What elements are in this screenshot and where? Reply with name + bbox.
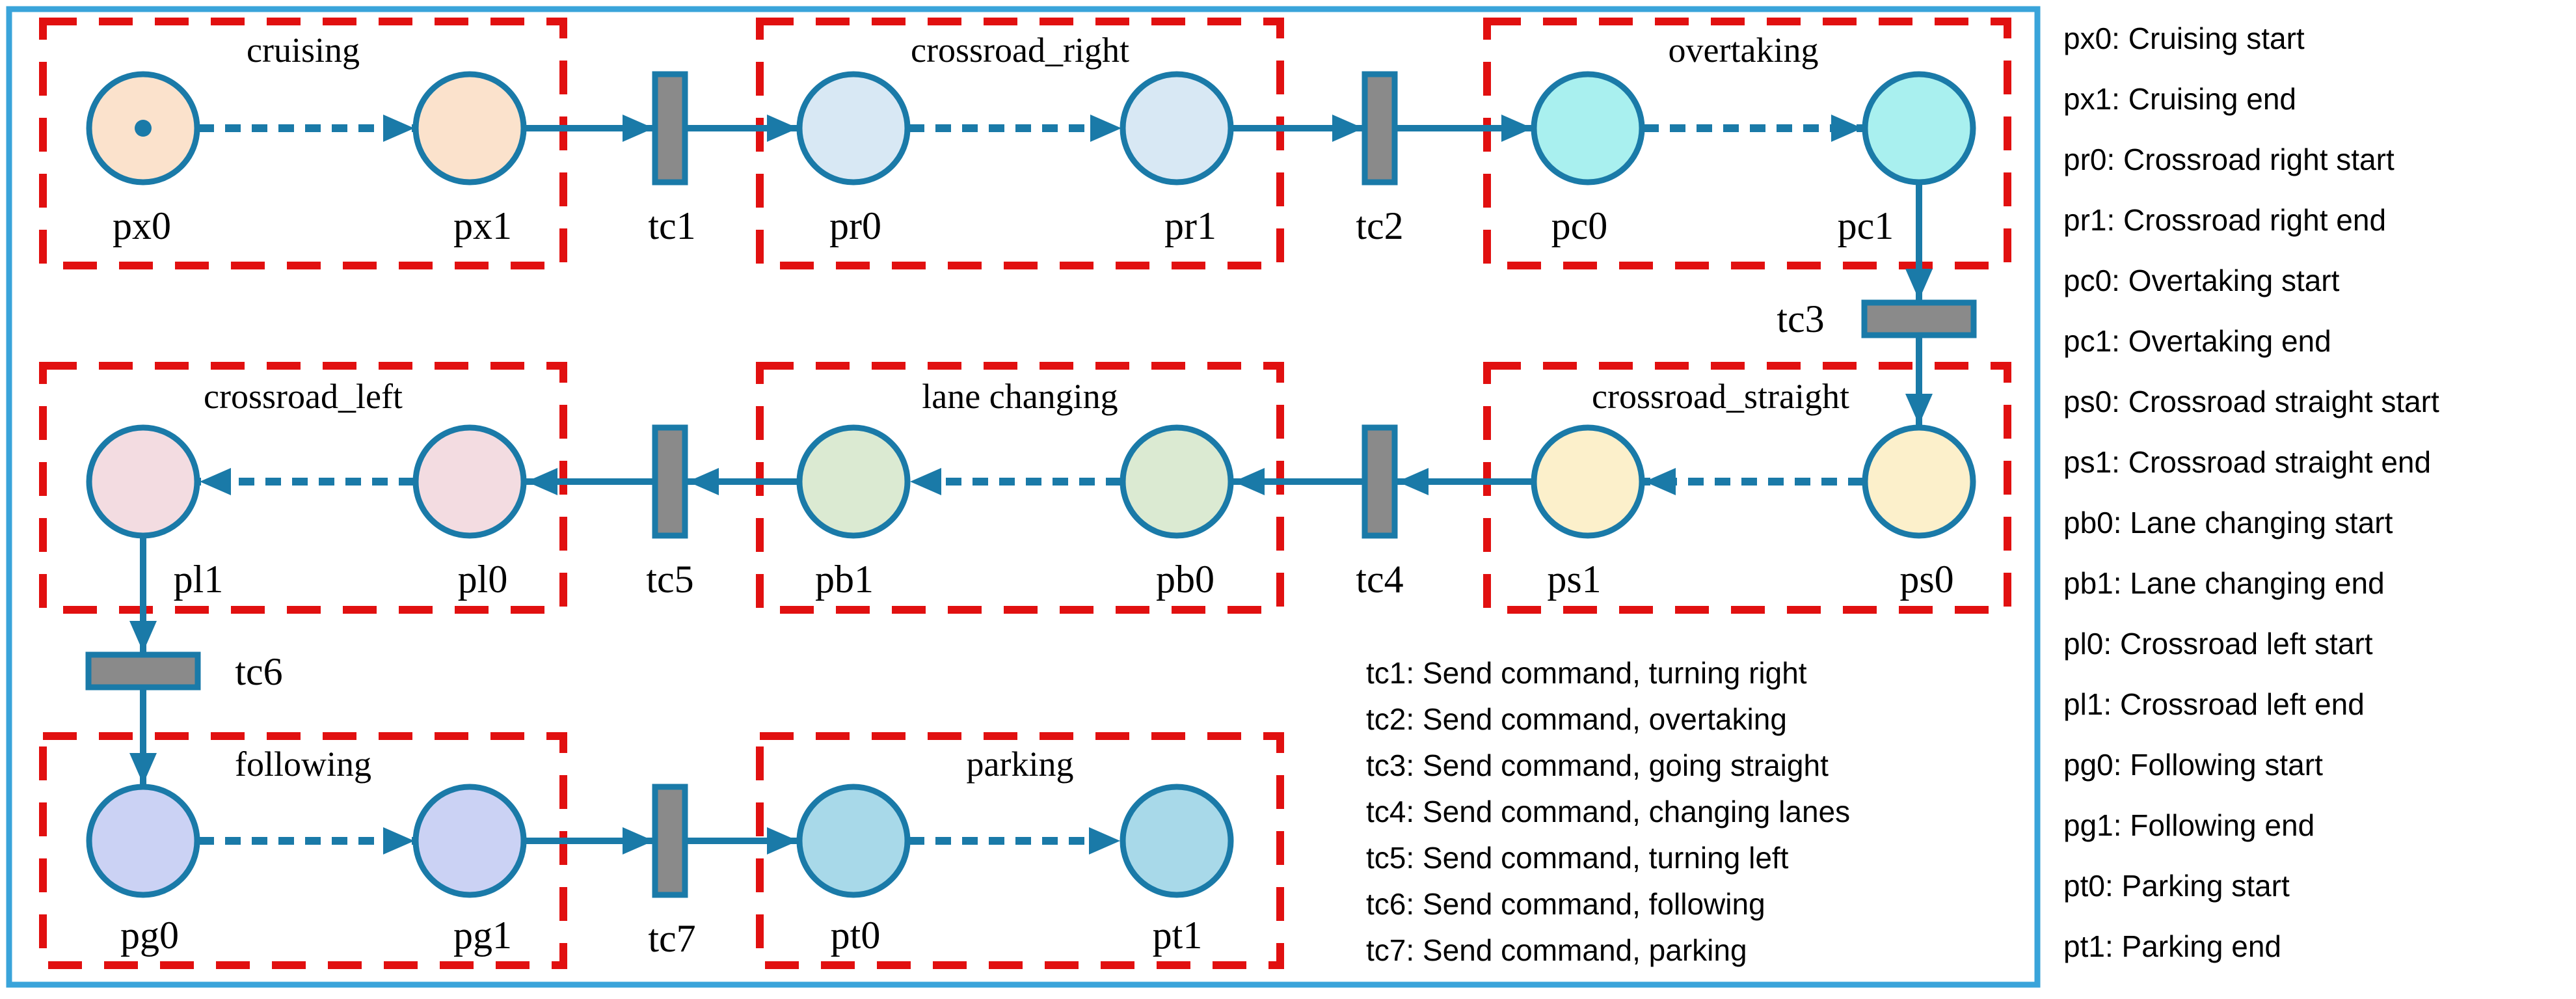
place-ps1: [1531, 424, 1645, 539]
place-pl1: [86, 424, 200, 539]
place-ps0: [1862, 424, 1976, 539]
place-label-ps0: ps0: [1899, 558, 1953, 601]
transition-label-tc3: tc3: [1777, 297, 1824, 340]
transition-label-tc2: tc2: [1356, 204, 1403, 247]
module-title-overtaking: overtaking: [1669, 31, 1819, 70]
transition-tc1: [652, 71, 688, 185]
place-legend-line-11: pl0: Crossroad left start: [2063, 627, 2373, 661]
module-title-cruising: cruising: [247, 31, 360, 70]
place-legend-line-4: pr1: Crossroad right end: [2063, 203, 2386, 237]
place-legend-line-5: pc0: Overtaking start: [2063, 264, 2340, 297]
module-box-crossroad-straight: [1483, 362, 2011, 614]
place-label-pt0: pt0: [831, 914, 881, 957]
place-label-pb1: pb1: [815, 558, 874, 601]
place-legend-line-9: pb0: Lane changing start: [2063, 506, 2393, 540]
place-pc0: [1531, 71, 1645, 185]
place-label-pg1: pg1: [453, 914, 512, 957]
place-label-pc1: pc1: [1838, 204, 1894, 247]
place-label-px0: px0: [113, 204, 171, 247]
place-label-px1: px1: [453, 204, 512, 247]
token-px0: [135, 120, 152, 137]
place-pl0: [412, 424, 527, 539]
place-legend-line-15: pt0: Parking start: [2063, 869, 2290, 903]
place-label-pc0: pc0: [1551, 204, 1608, 247]
transition-legend-line-3: tc3: Send command, going straight: [1366, 748, 1829, 782]
place-label-pt1: pt1: [1153, 914, 1203, 957]
module-title-crossroad-straight: crossroad_straight: [1592, 377, 1849, 416]
place-legend-line-16: pt1: Parking end: [2063, 929, 2281, 963]
place-legend-line-2: px1: Cruising end: [2063, 82, 2296, 116]
place-pr0: [796, 71, 911, 185]
transition-label-tc6: tc6: [235, 650, 282, 693]
place-legend-line-8: ps1: Crossroad straight end: [2063, 445, 2431, 479]
transition-label-tc5: tc5: [646, 558, 693, 601]
place-label-ps1: ps1: [1547, 558, 1601, 601]
transition-tc4: [1362, 424, 1398, 539]
place-label-pr1: pr1: [1164, 204, 1216, 247]
module-title-following: following: [235, 745, 371, 784]
place-px1: [412, 71, 527, 185]
place-pg1: [412, 784, 527, 898]
module-box-overtaking: [1483, 18, 2011, 269]
transition-tc3: [1861, 299, 1977, 338]
transition-legend-line-2: tc2: Send command, overtaking: [1366, 702, 1787, 736]
transition-tc7: [652, 784, 688, 898]
place-legend-line-14: pg1: Following end: [2063, 808, 2314, 842]
place-legend-line-13: pg0: Following start: [2063, 748, 2323, 782]
module-title-parking: parking: [967, 745, 1074, 784]
place-pg0: [86, 784, 200, 898]
place-legend-line-3: pr0: Crossroad right start: [2063, 143, 2395, 176]
module-box-lane-changing: [756, 362, 1284, 614]
module-box-cruising: [39, 18, 567, 269]
diagram-border: [6, 6, 2041, 988]
transition-legend-line-1: tc1: Send command, turning right: [1366, 656, 1807, 690]
module-box-following: [39, 732, 567, 969]
module-box-crossroad-left: [39, 362, 567, 614]
place-label-pg0: pg0: [120, 914, 179, 957]
place-legend-line-6: pc1: Overtaking end: [2063, 324, 2331, 358]
module-box-parking: [756, 732, 1284, 969]
place-label-pb0: pb0: [1156, 558, 1214, 601]
module-box-crossroad-right: [756, 18, 1284, 269]
place-label-pl1: pl1: [174, 558, 224, 601]
place-legend-line-10: pb1: Lane changing end: [2063, 566, 2385, 600]
place-label-pl0: pl0: [458, 558, 508, 601]
place-legend-line-1: px0: Cruising start: [2063, 21, 2305, 55]
transition-tc5: [652, 424, 688, 539]
place-pc1: [1862, 71, 1976, 185]
place-legend-line-7: ps0: Crossroad straight start: [2063, 385, 2439, 418]
place-label-pr0: pr0: [829, 204, 881, 247]
transition-legend-line-6: tc6: Send command, following: [1366, 887, 1765, 921]
module-title-crossroad-right: crossroad_right: [911, 31, 1129, 70]
module-title-crossroad-left: crossroad_left: [204, 377, 403, 416]
place-pt0: [796, 784, 911, 898]
place-pt1: [1120, 784, 1234, 898]
place-pb0: [1120, 424, 1234, 539]
transition-label-tc4: tc4: [1356, 558, 1403, 601]
transition-legend-line-7: tc7: Send command, parking: [1366, 933, 1747, 967]
module-title-lane-changing: lane changing: [922, 377, 1118, 416]
transition-tc2: [1362, 71, 1398, 185]
transition-legend-line-4: tc4: Send command, changing lanes: [1366, 795, 1850, 828]
transition-label-tc1: tc1: [648, 204, 695, 247]
place-legend-line-12: pl1: Crossroad left end: [2063, 687, 2365, 721]
place-pr1: [1120, 71, 1234, 185]
transition-legend-line-5: tc5: Send command, turning left: [1366, 841, 1789, 875]
transition-tc6: [85, 651, 201, 691]
transition-label-tc7: tc7: [648, 917, 695, 960]
place-pb1: [796, 424, 911, 539]
